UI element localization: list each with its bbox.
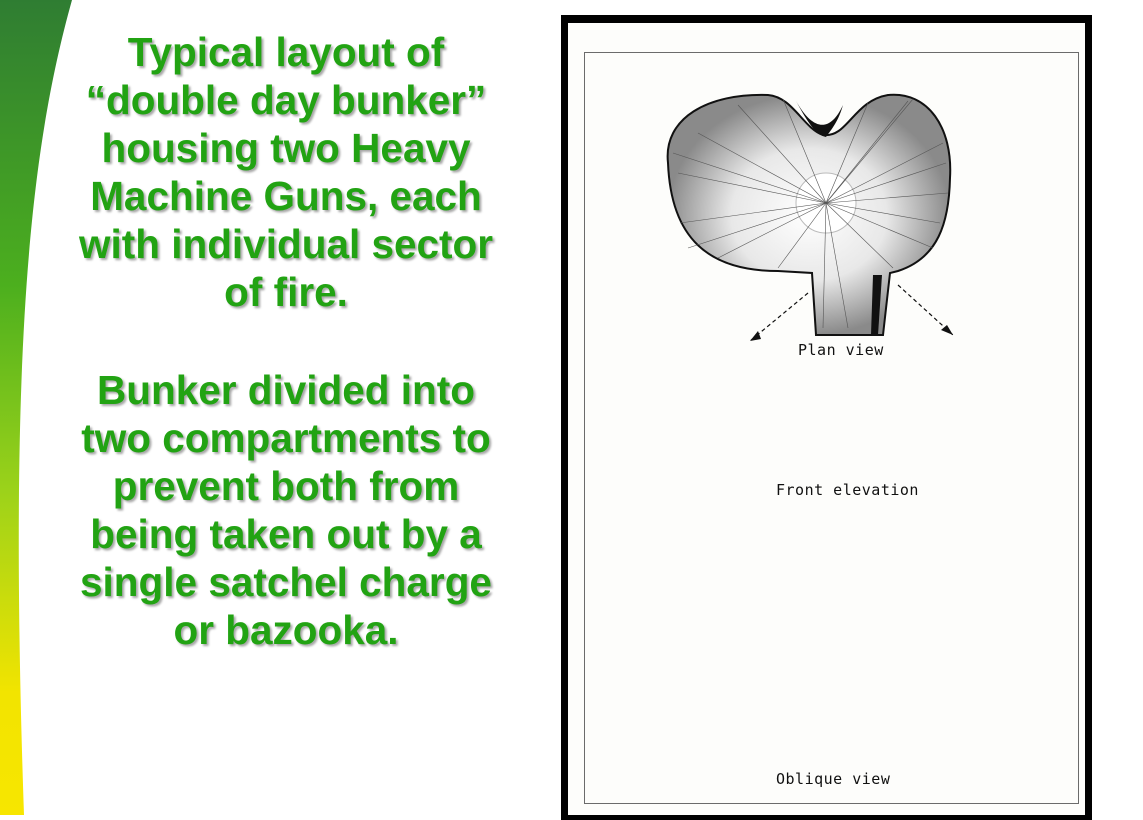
paragraph-compartments: Bunker divided into two compartments to … bbox=[38, 366, 534, 654]
text-line: single satchel charge bbox=[80, 559, 492, 605]
decorative-side-band bbox=[0, 0, 72, 815]
text-line: housing two Heavy bbox=[101, 125, 471, 171]
text-line: being taken out by a bbox=[90, 511, 482, 557]
text-line: Typical layout of bbox=[127, 29, 445, 75]
text-line: or bazooka. bbox=[173, 607, 399, 653]
text-line: prevent both from bbox=[112, 463, 460, 509]
paragraph-layout: Typical layout of “double day bunker” ho… bbox=[38, 28, 534, 316]
bunker-drawing bbox=[666, 93, 954, 342]
caption-front-elevation: Front elevation bbox=[776, 481, 919, 499]
text-line: with individual sector bbox=[78, 221, 494, 267]
description-text: Typical layout of “double day bunker” ho… bbox=[38, 28, 534, 654]
caption-oblique-view: Oblique view bbox=[776, 770, 891, 788]
text-line: of fire. bbox=[224, 269, 348, 315]
text-line: Machine Guns, each bbox=[90, 173, 482, 219]
text-line: Bunker divided into bbox=[96, 367, 476, 413]
figure-border bbox=[584, 52, 1079, 804]
text-line: two compartments to bbox=[81, 415, 491, 461]
plan-view bbox=[666, 93, 954, 342]
text-line: “double day bunker” bbox=[85, 77, 487, 123]
caption-plan-view: Plan view bbox=[798, 341, 884, 359]
